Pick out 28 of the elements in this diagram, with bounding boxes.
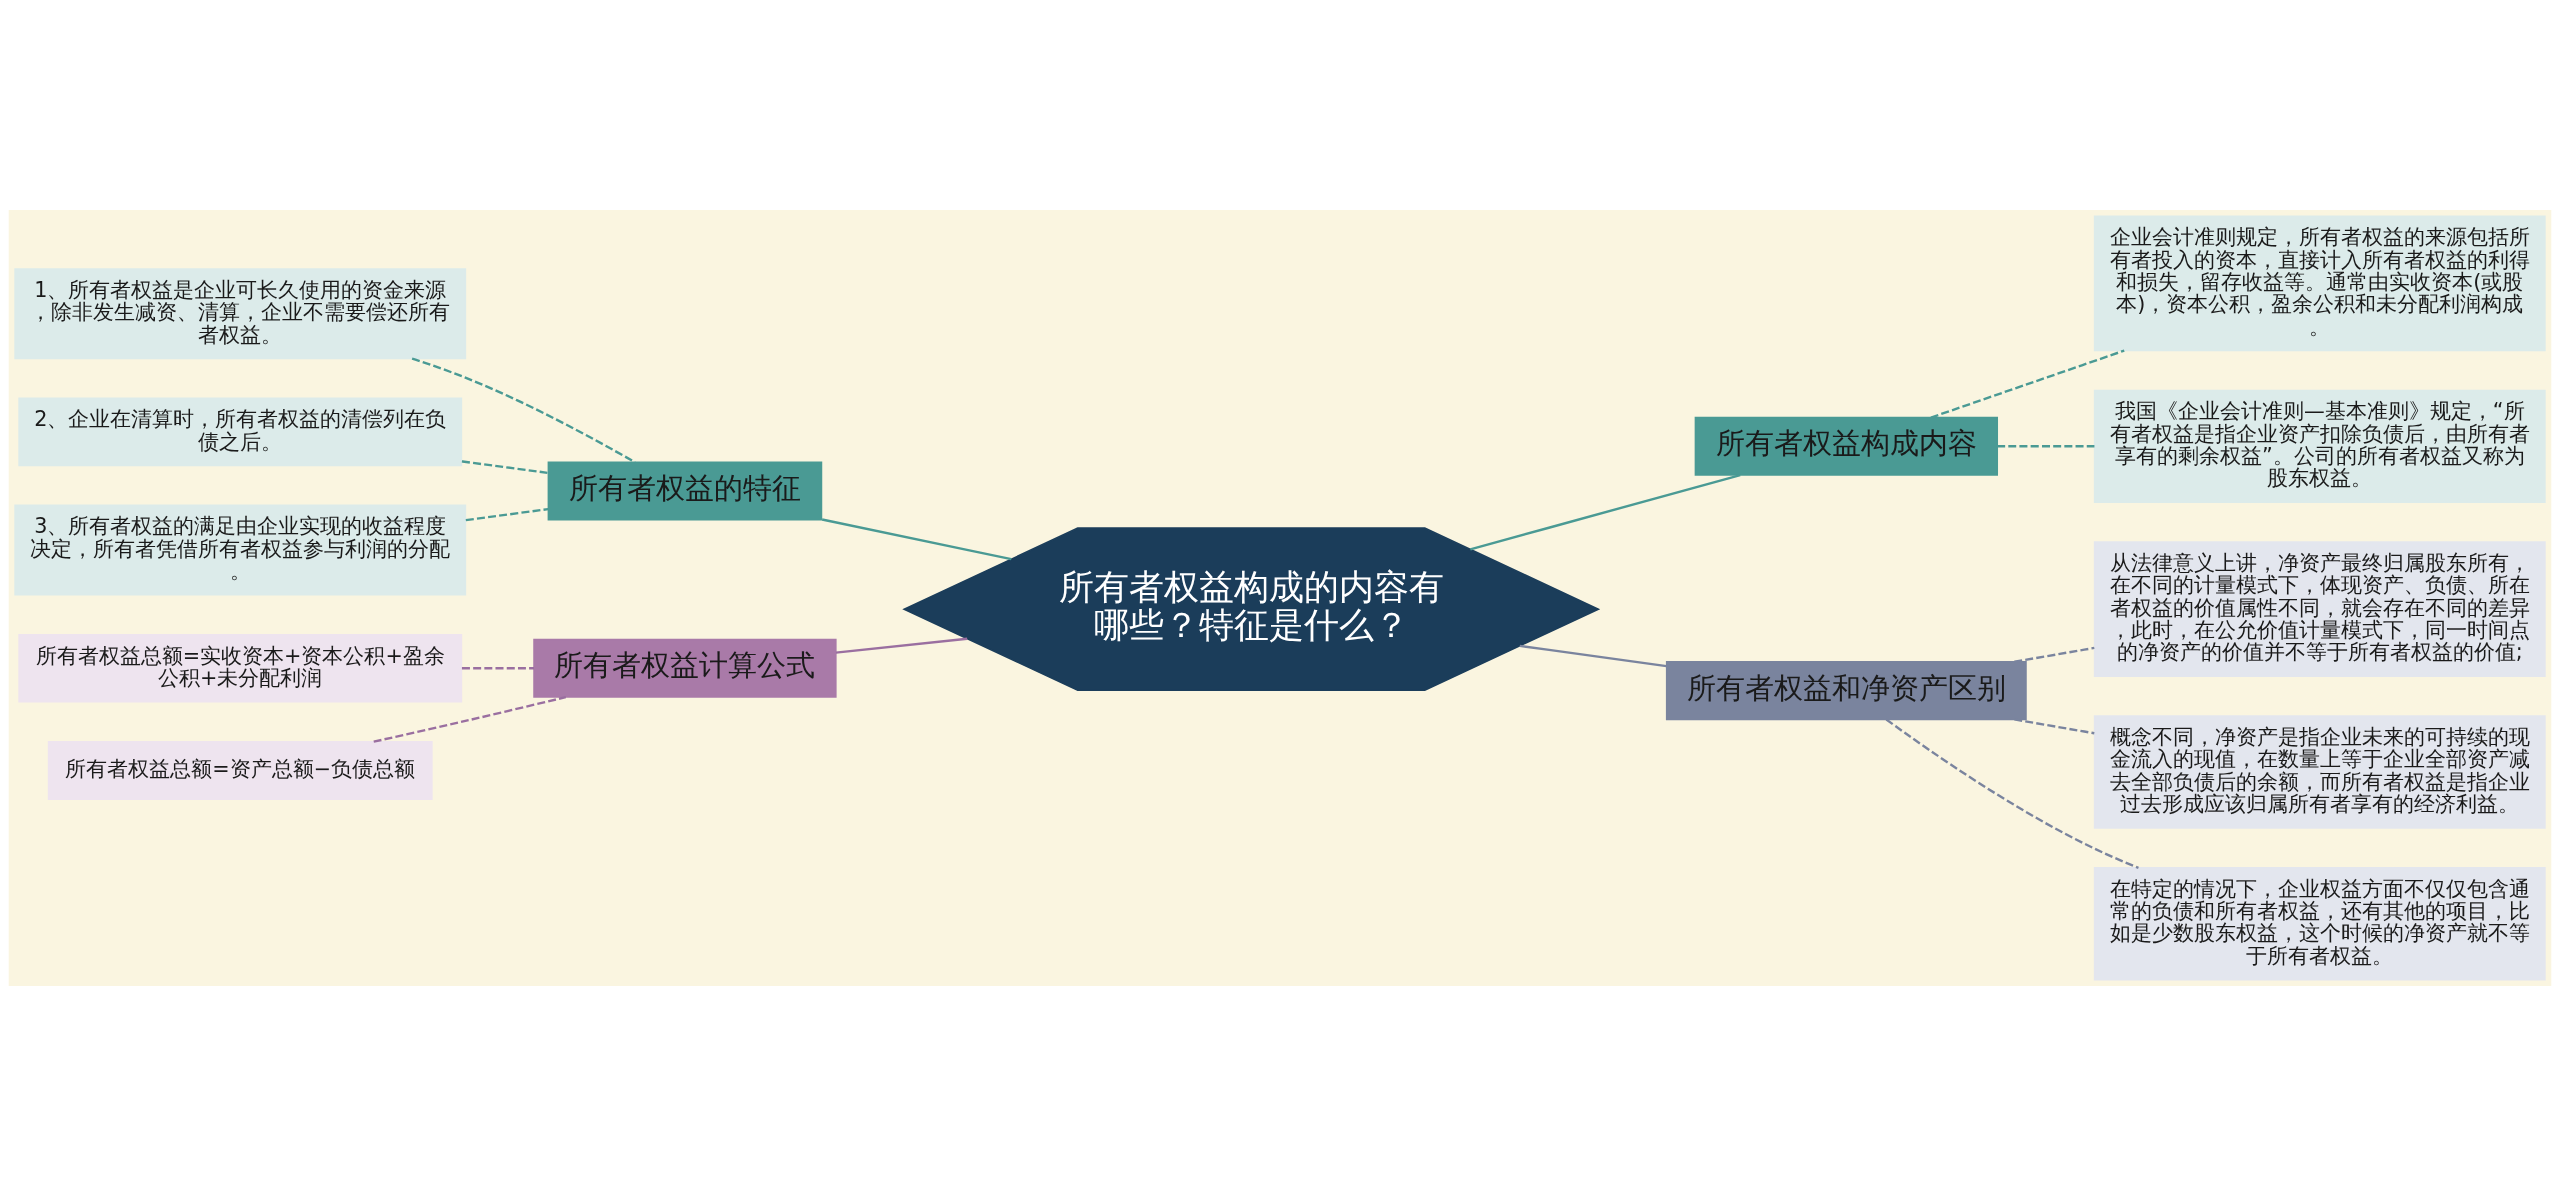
node-box: 企业会计准则规定，所有者权益的来源包括所有者投入的资本，直接计入所有者权益的利得和损失，留存收益等。通常由实收资本(或股本)，资本公积，盈余公积和未分配利润构成。	[2093, 215, 2546, 351]
connector	[411, 356, 636, 463]
connector	[1885, 718, 2139, 869]
node-box: 所有者权益总额=实收资本+资本公积+盈余公积+未分配利润	[18, 633, 463, 703]
node-box: 从法律意义上讲，净资产最终归属股东所有，在不同的计量模式下，体现资产、负债、所在者权益的价值属性不同，就会存在不同的差异，此时，在公允价值计量模式下，同一时间点的净资产的价值并不等于所有者权益的价值;	[2093, 540, 2546, 677]
node-box: 所有者权益计算公式	[533, 638, 837, 698]
connector	[461, 666, 534, 669]
node-box: 所有者权益的特征	[547, 460, 823, 521]
connector	[1519, 644, 1667, 667]
connector	[373, 695, 567, 743]
connector	[1930, 348, 2125, 419]
node-box: 所有者权益总额=资产总额−负债总额	[47, 740, 433, 800]
node-box: 在特定的情况下，企业权益方面不仅仅包含通常的负债和所有者权益，还有其他的项目，比如是少数股东权益，这个时候的净资产就不等于所有者权益。	[2093, 866, 2546, 980]
connector	[1470, 473, 1741, 550]
node-box: 2、企业在清算时，所有者权益的清偿列在负债之后。	[18, 397, 463, 466]
connector	[1997, 444, 2095, 447]
connector	[461, 459, 549, 474]
node-box: 概念不同，净资产是指企业未来的可持续的现金流入的现值，在数量上等于企业全部资产减去全部负债后的余额，而所有者权益是指企业过去形成应该归属所有者享有的经济利益。	[2093, 714, 2546, 829]
connector	[821, 517, 1012, 560]
node-box: 3、所有者权益的满足由企业实现的收益程度决定，所有者凭借所有者权益参与利润的分配。	[14, 504, 467, 596]
node-box: 1、所有者权益是企业可长久使用的资金来源，除非发生减资、清算，企业不需要偿还所有者权益。	[14, 267, 467, 359]
node-box: 所有者权益构成内容	[1694, 416, 1999, 476]
connector	[465, 507, 549, 521]
node-box: 我国《企业会计准则—基本准则》规定，“所有者权益是指企业资产扣除负债后，由所有者享有的剩余权益”。公司的所有者权益又称为股东权益。	[2093, 389, 2546, 503]
connector	[2014, 717, 2095, 734]
node-box: 所有者权益和净资产区别	[1665, 660, 2027, 720]
connector	[835, 637, 968, 654]
connector	[2014, 646, 2095, 663]
